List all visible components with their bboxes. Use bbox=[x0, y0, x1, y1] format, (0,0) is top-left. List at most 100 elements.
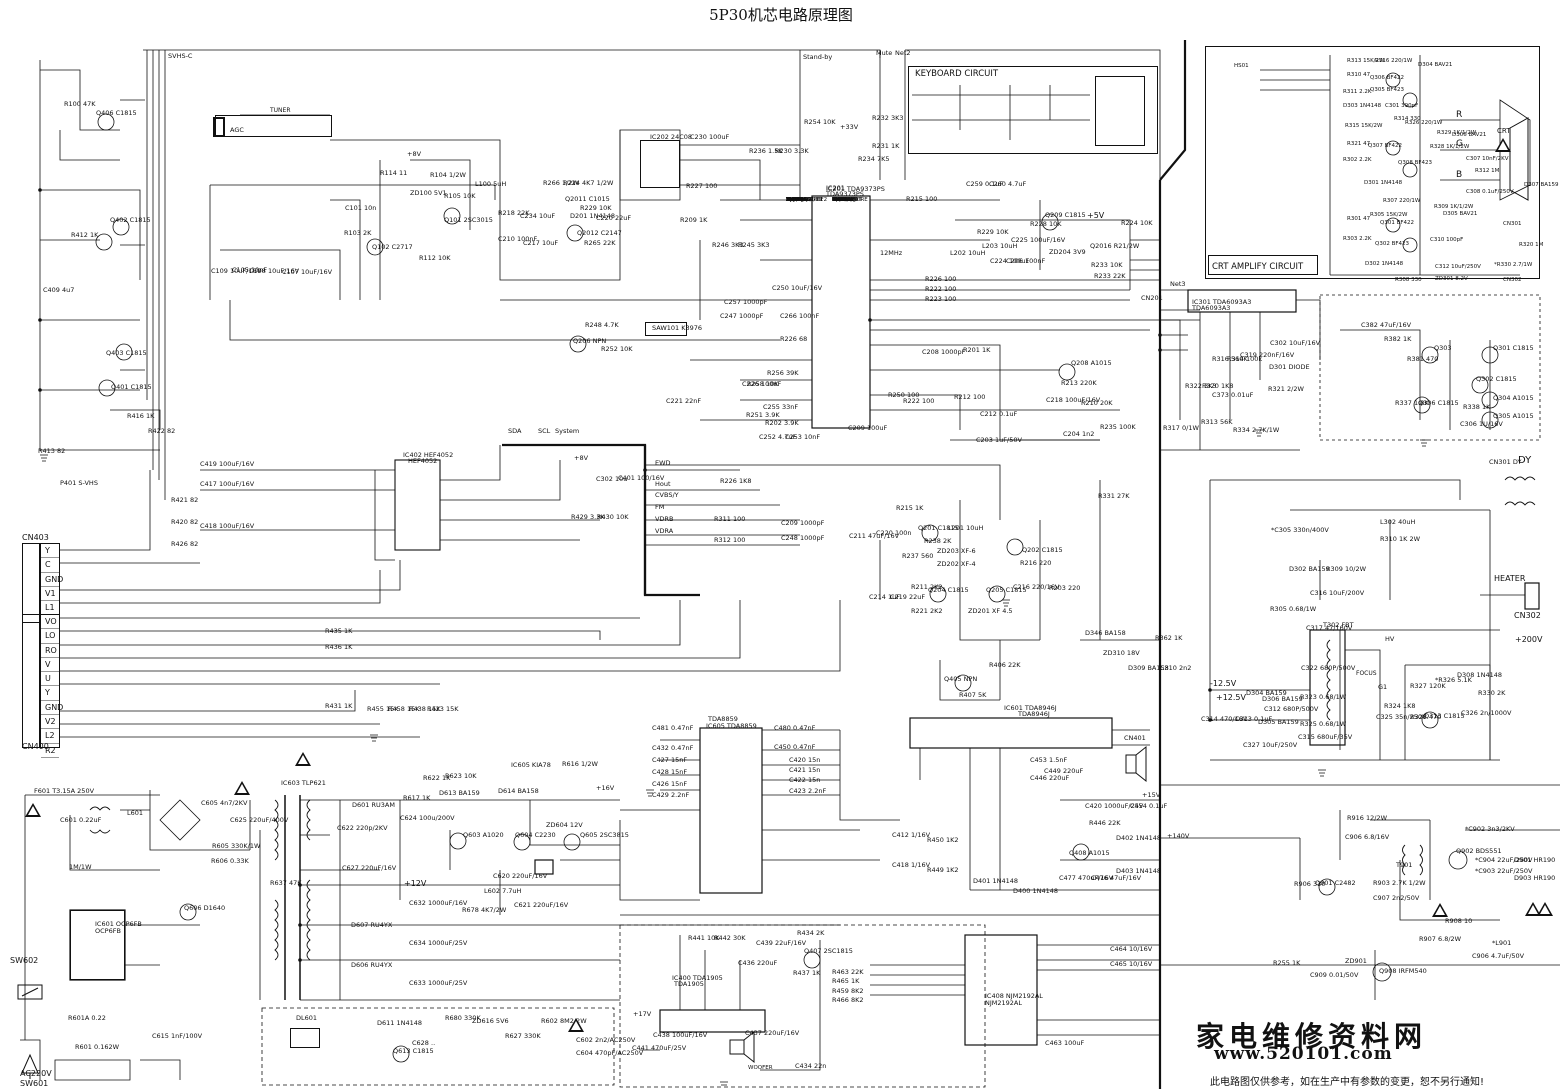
component-label-l100: L100 5uH bbox=[475, 180, 507, 188]
signal-sda: SDA bbox=[508, 427, 522, 435]
component-label-rbig: R602 8M2/2W bbox=[541, 1017, 587, 1025]
pin-label: L bbox=[786, 197, 790, 203]
component-label-c211: C211 47uF/16V bbox=[849, 532, 900, 540]
pin-label: VDRB/AUDIO bbox=[786, 197, 822, 203]
component-label-ic601b: IC601 TDA8946J bbox=[1004, 704, 1057, 712]
component-label-c477: C477 470uF/16V bbox=[1059, 874, 1114, 882]
component-label-r114: R114 11 bbox=[380, 169, 408, 177]
component-label-r423: R423 15K bbox=[427, 705, 459, 713]
crt-amp-label: R320 1M bbox=[1519, 242, 1544, 248]
component-label-c418b: C418 1/16V bbox=[892, 861, 931, 869]
cn400-pin: V2 bbox=[41, 715, 59, 730]
pin-label: IREF bbox=[786, 197, 799, 203]
rail-16v: +16V bbox=[596, 784, 615, 792]
component-label-p401: P401 S-VHS bbox=[60, 479, 98, 487]
ac-input-label: AC220V bbox=[20, 1069, 52, 1078]
crt-amp-label: R329 1K/1/2W bbox=[1437, 130, 1477, 136]
cn403-pin: Y bbox=[41, 544, 59, 559]
component-label-r237: R237 560 bbox=[902, 552, 934, 560]
crt-amp-label: R302 2.2K bbox=[1343, 157, 1372, 163]
component-label-d346: D346 BA158 bbox=[1085, 629, 1126, 637]
component-label-c476: C476 47uF/16V bbox=[1091, 874, 1142, 882]
component-label-r463: R463 22K bbox=[832, 968, 864, 976]
ic605-part: TDA8859 bbox=[708, 715, 738, 723]
pin-label: VddA bbox=[832, 197, 847, 203]
component-label-dl601: DL601 bbox=[296, 1014, 318, 1022]
component-label-r413: R413 82 bbox=[38, 447, 66, 455]
pin-label: AVL/SWO bbox=[786, 197, 812, 203]
component-label-c605: C605 4n7/2KV bbox=[201, 799, 248, 807]
saw-filter bbox=[645, 322, 687, 336]
component-label-t901: T901 bbox=[1396, 861, 1413, 869]
rail-5v: +5V bbox=[1087, 211, 1105, 220]
component-label-c266: C266 100nF bbox=[780, 312, 820, 320]
component-label-r906: R906 330 bbox=[1294, 880, 1326, 888]
warning-triangle-icon bbox=[234, 781, 250, 795]
component-label-saw101: SAW101 K3976 bbox=[652, 324, 703, 332]
component-label-q603: Q603 A1020 bbox=[463, 831, 504, 839]
component-label-d304: D304 BA159 bbox=[1246, 689, 1287, 697]
component-label-r201: R201 1K bbox=[963, 346, 991, 354]
component-label-r212: R212 100 bbox=[954, 393, 986, 401]
component-label-r227: R227 100 bbox=[686, 182, 718, 190]
component-label-r627: R627 330K bbox=[505, 1032, 541, 1040]
component-label-c250: C250 10uF/16V bbox=[772, 284, 823, 292]
component-label-r678: R678 4K7/2W bbox=[462, 906, 507, 914]
rail-17v: +17V bbox=[633, 1010, 652, 1018]
component-label-q902: Q902 BDS551 bbox=[1456, 847, 1502, 855]
warning-triangle-icon bbox=[568, 1018, 584, 1032]
pin-label: R2/Vin bbox=[832, 197, 850, 203]
component-label-c217: C217 10uF bbox=[523, 239, 559, 247]
pin-label: AV3 bbox=[786, 197, 797, 203]
component-label-r458: R458 15K bbox=[388, 705, 420, 713]
component-label-c107: C107 10uF/16V bbox=[282, 268, 333, 276]
component-label-r216: R216 220 bbox=[1020, 559, 1052, 567]
component-label-r231: R231 1K bbox=[872, 142, 900, 150]
component-label-c260: C260 4.7uF bbox=[989, 180, 1027, 188]
component-label-c632: C632 1000uF/16V bbox=[409, 899, 468, 907]
component-label-c312: C312 680P/500V bbox=[1264, 705, 1319, 713]
pin-label: PH2LF bbox=[786, 197, 804, 203]
crt-amp-label: Q308 BF423 bbox=[1398, 160, 1433, 166]
rail-plus12v5: +12.5V bbox=[1216, 693, 1246, 702]
component-label-q908: Q908 IRFM540 bbox=[1379, 967, 1427, 975]
component-label-r223: R223 100 bbox=[925, 295, 957, 303]
crt-amp-label: R311 2.2K bbox=[1343, 89, 1372, 95]
component-label-r459: R459 8K2 bbox=[832, 987, 864, 995]
component-label-l203: L203 10uH bbox=[982, 242, 1018, 250]
component-label-ic408: IC408 NJM2192AL bbox=[985, 992, 1043, 1000]
pin-label: Tuning bbox=[786, 197, 805, 203]
pin-label: VssA bbox=[786, 197, 800, 203]
component-label-r255: R255 1K bbox=[1273, 959, 1301, 967]
component-label-c305: *C305 330n/400V bbox=[1271, 526, 1329, 534]
signal-vdra: VDRA bbox=[655, 527, 674, 535]
sw602-label: SW602 bbox=[10, 956, 39, 965]
component-label-r680: R680 330K bbox=[445, 1014, 481, 1022]
component-label-ic603: IC603 TLP621 bbox=[281, 779, 326, 787]
component-label-c108: C108 10uF/16V bbox=[249, 267, 300, 275]
component-label-l201: L201 10uH bbox=[948, 524, 984, 532]
component-label-c226: C226 100nF bbox=[742, 380, 782, 388]
component-label-r252: R252 10K bbox=[601, 345, 633, 353]
component-label-r235: R235 100K bbox=[1100, 423, 1136, 431]
component-label-r203: R203 220 bbox=[1049, 584, 1081, 592]
component-label-d606: D606 RU4YX bbox=[351, 961, 393, 969]
component-label-r256: R256 39K bbox=[767, 369, 799, 377]
component-label-d401: D401 1N4148 bbox=[973, 877, 1019, 885]
pin-label: Mute bbox=[832, 197, 846, 203]
rail-minus12v5: -12.5V bbox=[1210, 679, 1237, 688]
component-label-c417: C417 100uF/16V bbox=[200, 480, 255, 488]
component-label-q204: Q204 C1815 bbox=[928, 586, 969, 594]
component-label-c441: C441 470uF/25V bbox=[632, 1044, 687, 1052]
component-label-r407: R407 5K bbox=[959, 691, 987, 699]
component-label-r442: R442 30K bbox=[714, 934, 746, 942]
signal-hv: HV bbox=[1385, 635, 1395, 643]
component-label-c437: C437 220uF/16V bbox=[745, 1029, 800, 1037]
pin-label: PLLIF bbox=[832, 197, 847, 203]
component-label-r209: R209 1K bbox=[680, 216, 708, 224]
rail-8v: +8V bbox=[407, 150, 422, 158]
component-label-r327: R327 120K bbox=[1410, 682, 1446, 690]
component-label-r450: R450 1K2 bbox=[927, 836, 959, 844]
component-label-zd901: ZD901 bbox=[1345, 957, 1367, 965]
component-label-r606: R606 0.33K bbox=[211, 857, 249, 865]
